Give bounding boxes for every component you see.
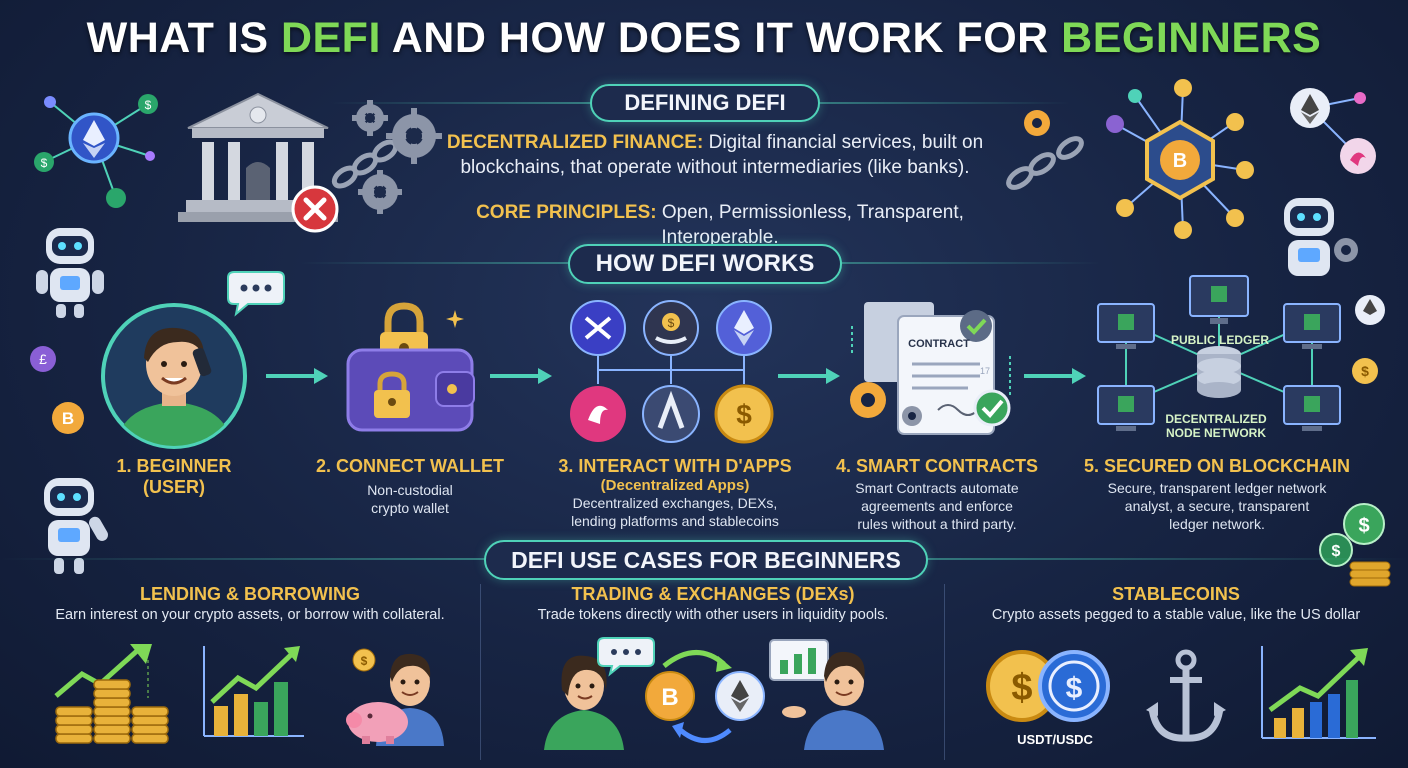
arrow-icon bbox=[266, 368, 328, 384]
step-3: 3. INTERACT WITH D'APPS (Decentralized A… bbox=[530, 456, 820, 530]
blockchain-network-icon bbox=[1097, 275, 1341, 431]
arrow-icon bbox=[490, 368, 552, 384]
piggy-bank-person-icon: $ bbox=[346, 648, 444, 746]
step-description: Secure, transparent ledger network analy… bbox=[1107, 480, 1327, 532]
step-title: 4. SMART CONTRACTS bbox=[836, 456, 1038, 476]
sparkle-icon bbox=[446, 310, 464, 328]
dapps-icon-group: $ $ bbox=[570, 300, 774, 444]
svg-text:B: B bbox=[62, 409, 74, 428]
chat-bubble-icon bbox=[227, 271, 285, 317]
use-case-description: Crypto assets pegged to a stable value, … bbox=[991, 607, 1361, 623]
dollar-coin-icon: $ bbox=[1352, 358, 1378, 384]
svg-text:$: $ bbox=[1332, 543, 1341, 560]
step-description: Non-custodial crypto wallet bbox=[367, 482, 453, 516]
growth-chart-icon bbox=[1261, 646, 1376, 739]
step-title: 5. SECURED ON BLOCKCHAIN bbox=[1083, 456, 1351, 476]
step-description: Smart Contracts automate agreements and … bbox=[855, 480, 1019, 532]
use-cases-heading: DEFI USE CASES FOR BEGINNERS bbox=[484, 540, 928, 580]
how-defi-works-heading: HOW DEFI WORKS bbox=[568, 244, 842, 284]
step-title: 1. BEGINNER bbox=[116, 456, 232, 476]
divider bbox=[480, 584, 481, 760]
use-case-description: Trade tokens directly with other users i… bbox=[537, 607, 889, 623]
defining-defi-heading: DEFINING DEFI bbox=[590, 84, 820, 122]
robot-icon bbox=[1284, 198, 1358, 276]
wallet-icon bbox=[346, 302, 475, 432]
step-2: 2. CONNECT WALLET Non-custodial crypto w… bbox=[300, 456, 520, 517]
page-title: WHAT IS DEFI AND HOW DOES IT WORK FOR BE… bbox=[86, 14, 1322, 62]
svg-text:B: B bbox=[661, 684, 678, 711]
svg-text:$: $ bbox=[41, 156, 48, 170]
smart-contract-icon bbox=[850, 302, 1011, 435]
svg-text:£: £ bbox=[39, 351, 47, 367]
blockchain-hub-icon: B bbox=[1106, 79, 1254, 239]
svg-text:$: $ bbox=[1361, 363, 1369, 379]
bitcoin-icon: B bbox=[52, 402, 84, 434]
step-4: 4. SMART CONTRACTS Smart Contracts autom… bbox=[824, 456, 1050, 533]
robot-icon bbox=[36, 228, 104, 318]
step-1: 1. BEGINNER (USER) bbox=[84, 456, 264, 498]
use-case-title: LENDING & BORROWING bbox=[140, 584, 360, 604]
dollar-coin-stack-icon: $ $ bbox=[1319, 503, 1391, 587]
public-ledger-label: PUBLIC LEDGER bbox=[1170, 333, 1269, 347]
use-case-title: STABLECOINS bbox=[1112, 584, 1240, 604]
use-case-title: TRADING & EXCHANGES (DEXs) bbox=[571, 584, 855, 604]
ethereum-network-icon bbox=[1290, 88, 1376, 174]
trading-exchange-icon: B bbox=[544, 637, 884, 750]
close-icon bbox=[291, 185, 339, 233]
anchor-icon bbox=[1146, 649, 1226, 742]
svg-text:$: $ bbox=[1066, 672, 1083, 705]
core-principles: CORE PRINCIPLES: Open, Permissionless, T… bbox=[476, 202, 964, 248]
svg-text:$: $ bbox=[145, 98, 152, 112]
arrow-icon bbox=[1024, 368, 1086, 384]
step-subtitle: (Decentralized Apps) bbox=[600, 477, 750, 494]
svg-text:$: $ bbox=[668, 316, 675, 330]
contract-label: CONTRACT bbox=[908, 338, 970, 350]
svg-text:$: $ bbox=[736, 399, 752, 430]
coin-stack-growth-icon bbox=[54, 644, 169, 744]
step-title: 3. INTERACT WITH D'APPS bbox=[558, 456, 792, 476]
ethereum-icon bbox=[1355, 295, 1385, 325]
step-title: 2. CONNECT WALLET bbox=[316, 456, 504, 476]
beginner-user-avatar bbox=[101, 303, 247, 449]
svg-text:$: $ bbox=[361, 654, 368, 668]
stablecoin-label: USDT/USDC bbox=[1017, 732, 1093, 747]
gear-icon bbox=[352, 100, 442, 214]
robot-icon bbox=[44, 478, 108, 574]
svg-text:B: B bbox=[1173, 150, 1187, 172]
broken-chain-icon bbox=[1006, 136, 1084, 190]
growth-chart-icon bbox=[203, 646, 304, 737]
use-case-description: Earn interest on your crypto assets, or … bbox=[55, 607, 445, 623]
ethereum-network-icon: $ $ bbox=[34, 94, 158, 208]
pound-coin-icon: £ bbox=[30, 346, 56, 372]
step-5: 5. SECURED ON BLOCKCHAIN Secure, transpa… bbox=[1070, 456, 1364, 533]
svg-text:$: $ bbox=[1011, 667, 1032, 709]
defi-definition: DECENTRALIZED FINANCE: Digital financial… bbox=[446, 132, 984, 178]
svg-text:$: $ bbox=[1358, 515, 1369, 537]
step-description: Decentralized exchanges, DEXs, lending p… bbox=[571, 495, 779, 529]
divider bbox=[944, 584, 945, 760]
bank-icon bbox=[178, 92, 338, 222]
step-subtitle: (USER) bbox=[143, 477, 205, 497]
stablecoin-icon: $ $ bbox=[986, 650, 1110, 722]
contract-mark: 17 bbox=[980, 366, 991, 376]
arrow-icon bbox=[778, 368, 840, 384]
gear-icon bbox=[1024, 110, 1050, 136]
